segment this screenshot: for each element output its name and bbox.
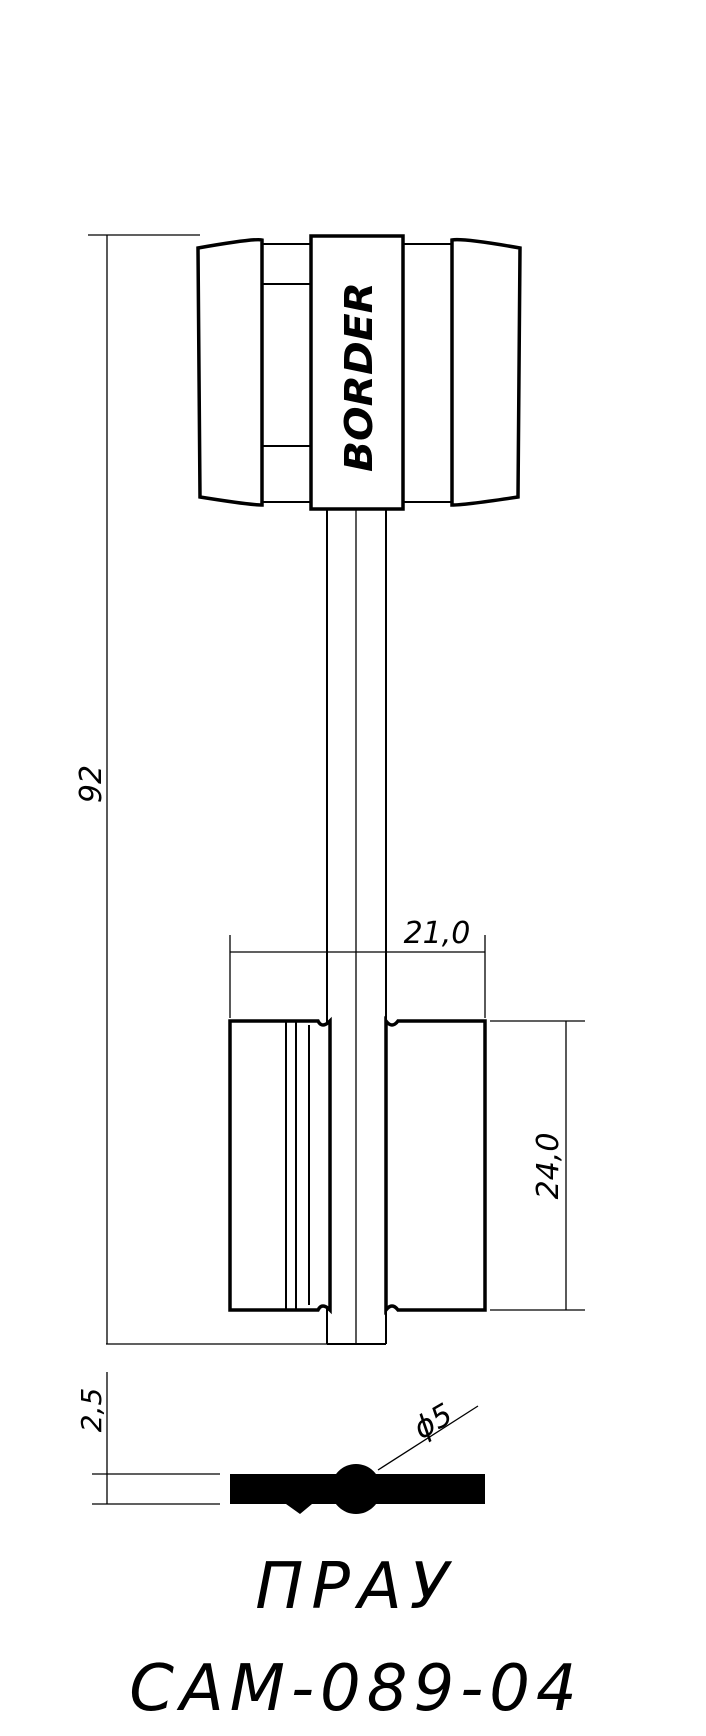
key-shaft xyxy=(326,509,387,1345)
head-right-wing xyxy=(450,237,522,507)
head-center-block xyxy=(309,234,405,511)
head-left-wing xyxy=(196,237,264,507)
bit-width-label: 21,0 xyxy=(404,916,471,951)
dimension-length: 92 xyxy=(74,234,327,1345)
diameter-label: ϕ5 xyxy=(408,1397,459,1447)
key-bit xyxy=(228,1015,487,1316)
cross-section: 2,5 ϕ5 xyxy=(75,1372,485,1514)
section-notch xyxy=(286,1504,312,1514)
head-right-gap xyxy=(402,243,453,503)
thickness-label: 2,5 xyxy=(75,1388,108,1433)
bit-left xyxy=(228,1016,332,1315)
bit-right xyxy=(384,1015,487,1316)
dimension-bit-height: 24,0 xyxy=(490,1020,585,1311)
key-code: CAM-089-04 xyxy=(129,1652,582,1726)
bit-height-label: 24,0 xyxy=(531,1133,566,1200)
key-head: BORDER xyxy=(196,234,522,511)
brand-logo: BORDER xyxy=(337,282,381,472)
section-circle xyxy=(331,1464,381,1514)
head-left-gap xyxy=(261,243,313,503)
dimension-bit-width: 21,0 xyxy=(229,916,486,1018)
diameter-leader xyxy=(377,1405,479,1471)
length-label: 92 xyxy=(74,765,109,803)
key-name: ПРАУ xyxy=(255,1550,457,1624)
